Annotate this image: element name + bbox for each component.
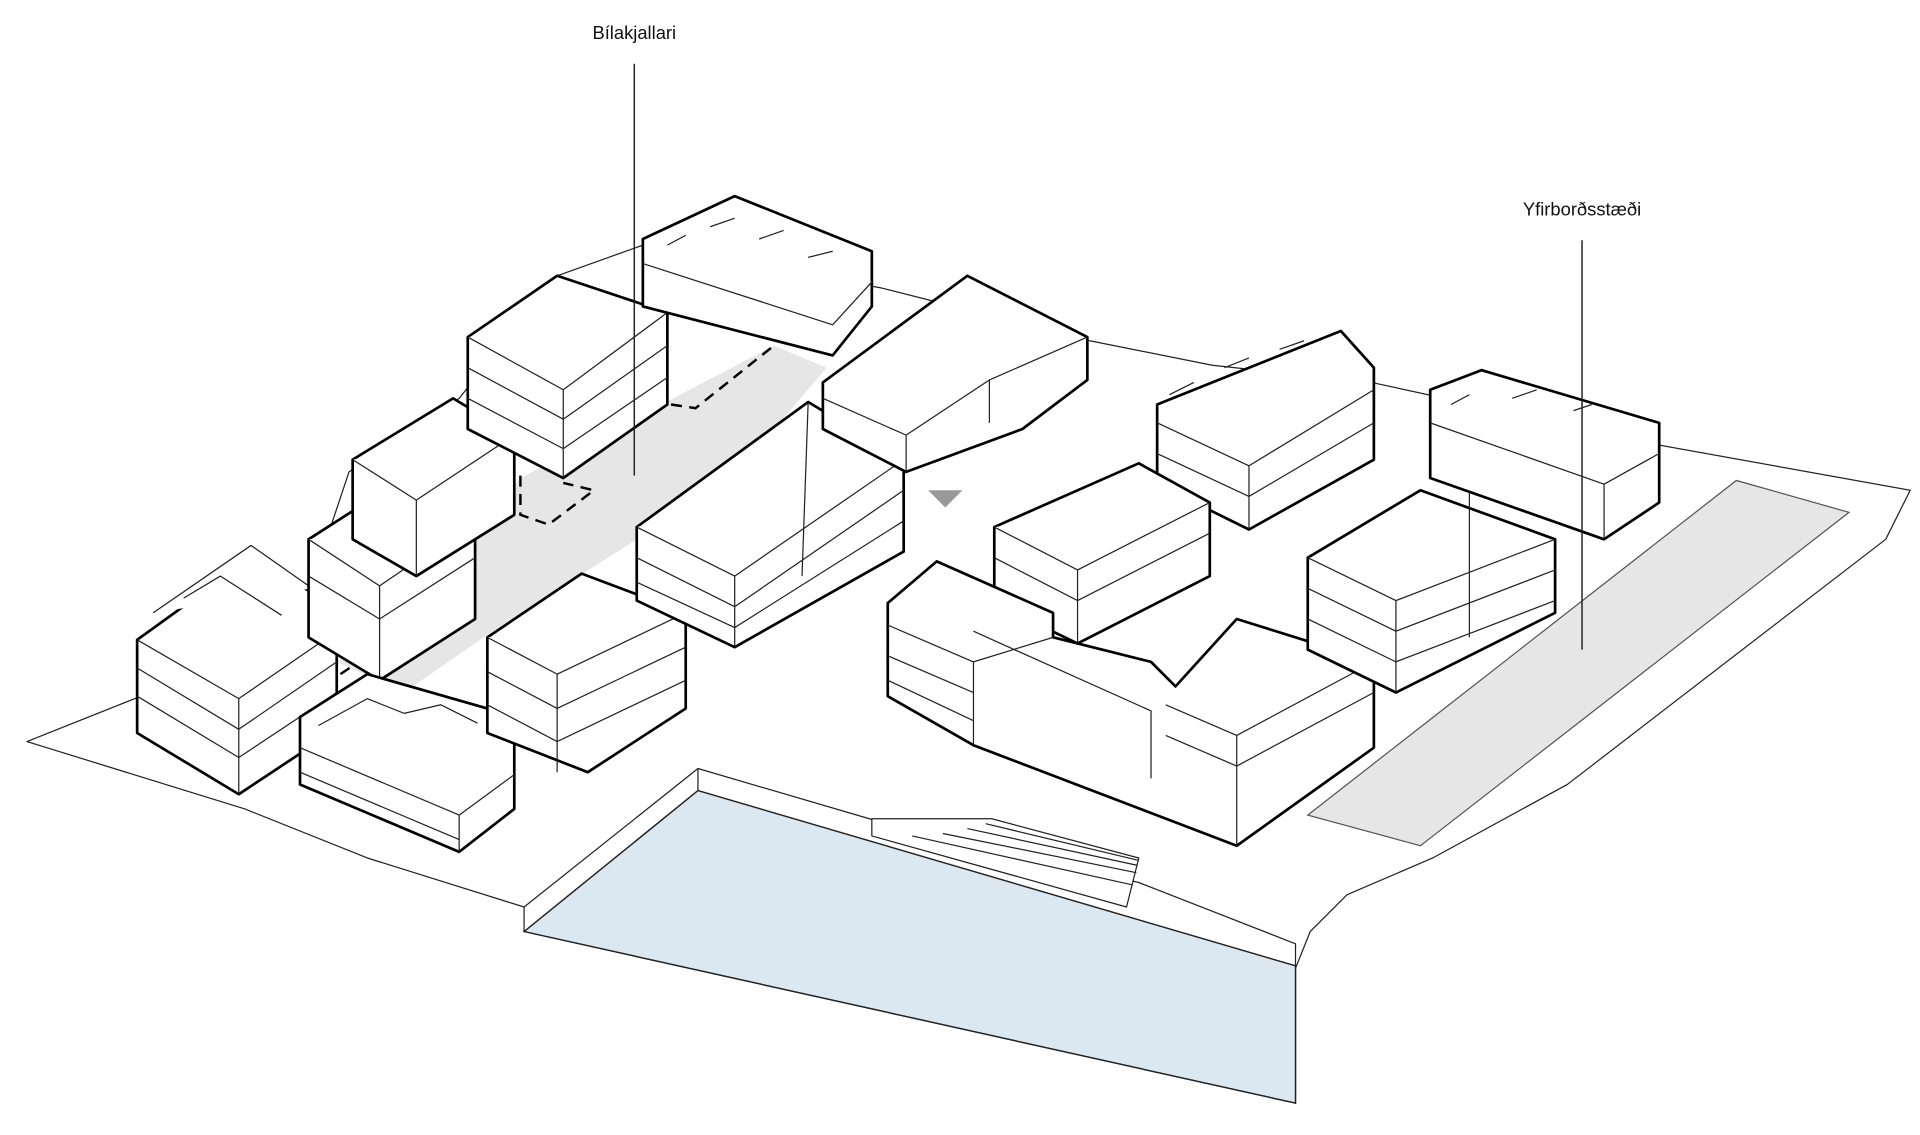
building-west-upper [351,397,516,578]
building-east-mid-b [1306,488,1557,694]
surface-parking-label: Yfirborðsstæði [1523,199,1641,220]
building-centre [635,400,906,649]
entrance-marker-icon [928,490,963,508]
harbor-steps [871,818,1140,908]
parking-ramp-outline-mid [519,475,597,526]
surface-parking-area [1306,479,1851,847]
building-east-north-a [1155,329,1376,531]
building-east-north-b [1428,368,1661,541]
building-west-corner [135,544,339,796]
underground-parking-label: Bílakjallari [592,22,676,43]
building-east-south [886,560,1376,848]
building-west-north [466,274,669,480]
building-south-mid [486,572,688,774]
building-south-west [298,672,516,854]
quay-edge [523,767,1297,966]
building-north-end [641,194,874,357]
building-north-east [821,274,1089,474]
parking-ramp-outline-top [670,344,775,410]
